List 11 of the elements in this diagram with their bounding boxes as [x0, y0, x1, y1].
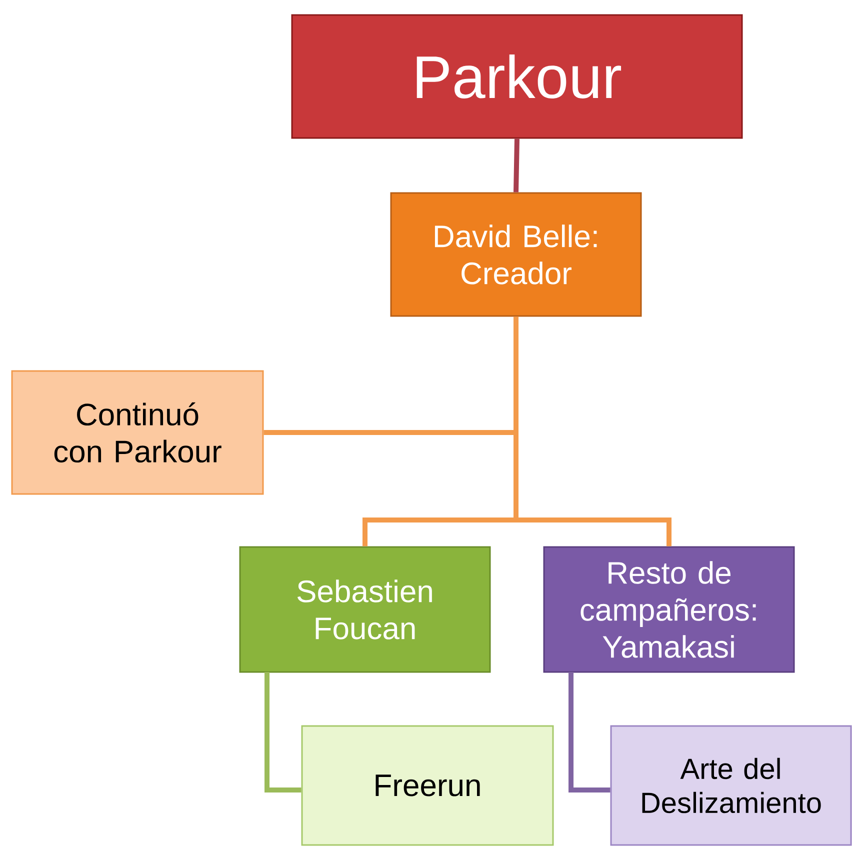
box: Continuó con Parkour [11, 370, 264, 495]
connector-line [514, 316, 672, 546]
box: Arte del Deslizamiento [610, 725, 852, 846]
box: David Belle: Creador [390, 192, 642, 317]
connector-line [568, 672, 610, 792]
connector-line [514, 138, 520, 192]
box: Freerun [301, 725, 554, 846]
connector-line [264, 672, 302, 792]
box: Parkour [291, 14, 743, 139]
box: Resto de campañeros: Yamakasi [543, 546, 795, 673]
box: Sebastien Foucan [239, 546, 491, 673]
